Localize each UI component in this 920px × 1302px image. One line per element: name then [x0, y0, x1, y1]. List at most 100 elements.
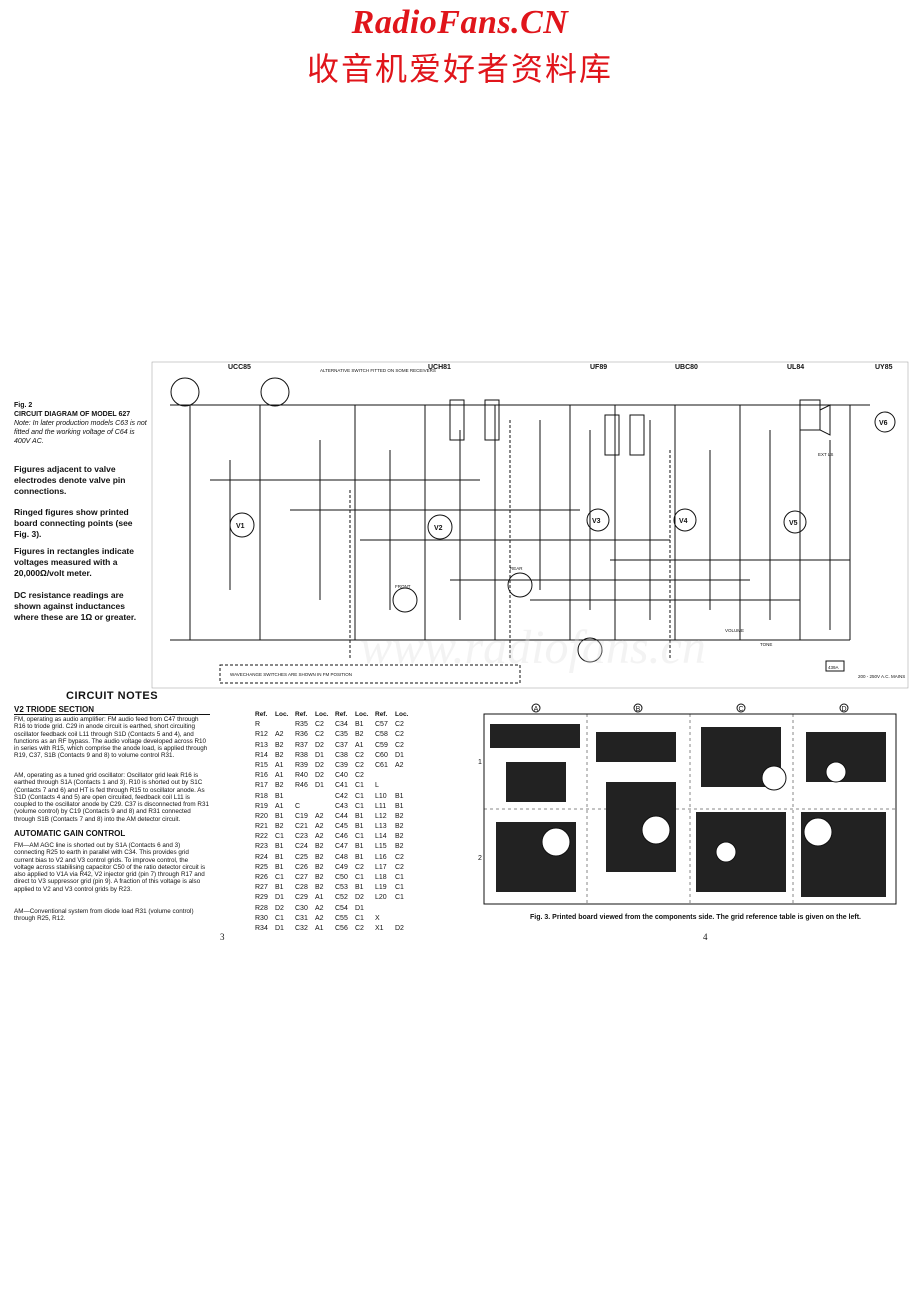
table-cell: R13 — [255, 741, 268, 749]
table-cell: C44 — [335, 812, 348, 820]
table-cell: R21 — [255, 823, 268, 831]
table-cell: B1 — [355, 721, 364, 729]
table-cell: C28 — [295, 884, 308, 892]
table-cell: B1 — [275, 792, 284, 800]
site-title: RadioFans.CN — [351, 4, 569, 41]
table-cell: C32 — [295, 924, 308, 932]
valve-ref-v6: V6 — [879, 420, 888, 427]
table-cell: C40 — [335, 772, 348, 780]
table-cell: B1 — [275, 812, 284, 820]
valve-label-uf89: UF89 — [590, 364, 607, 371]
table-cell: R15 — [255, 761, 268, 769]
notes-paragraph-fm: FM, operating as audio amplifier: FM aud… — [14, 716, 208, 760]
table-cell: C1 — [355, 914, 364, 922]
table-cell: L20 — [375, 894, 387, 902]
table-cell: C56 — [335, 924, 348, 932]
table-cell: D1 — [275, 894, 284, 902]
notes-paragraph-agc-fm: FM—AM AGC line is shorted out by S1A (Co… — [14, 842, 206, 893]
table-cell: C48 — [335, 853, 348, 861]
printed-board-figure: A B C D 1 2 — [478, 703, 897, 905]
table-cell: C47 — [335, 843, 348, 851]
table-cell: B2 — [275, 751, 284, 759]
table-cell: A2 — [315, 904, 324, 912]
table-cell: D1 — [395, 751, 404, 759]
valve-label-ucc85: UCC85 — [228, 364, 251, 371]
valve-ref-v2: V2 — [434, 525, 443, 532]
table-cell: A1 — [315, 894, 324, 902]
circuit-notes-heading: CIRCUIT NOTES — [66, 690, 159, 702]
grid-letter-c: C — [738, 706, 743, 713]
table-cell: L15 — [375, 843, 387, 851]
table-cell: C37 — [335, 741, 348, 749]
column-header: Ref. — [335, 711, 348, 718]
table-cell — [395, 914, 415, 924]
table-cell: C35 — [335, 731, 348, 739]
table-cell: C39 — [335, 761, 348, 769]
table-cell: D2 — [315, 761, 324, 769]
table-cell: C1 — [275, 874, 284, 881]
table-cell: R34 — [255, 924, 268, 932]
valve-label-ul84: UL84 — [787, 364, 804, 371]
ext-ls-label: EXT LS — [818, 452, 833, 457]
valve-label-uy85: UY85 — [875, 364, 893, 371]
box-label: 439A — [828, 665, 839, 670]
grid-number-1: 1 — [478, 759, 482, 766]
table-cell: B2 — [315, 874, 324, 881]
table-cell: C2 — [355, 761, 364, 769]
grid-letter-b: B — [636, 706, 641, 713]
table-cell: C2 — [355, 924, 364, 932]
table-cell: A1 — [315, 924, 324, 932]
tone-label: TONE — [760, 642, 772, 647]
table-cell: B2 — [315, 884, 324, 892]
table-cell: A2 — [315, 812, 324, 820]
table-cell: C57 — [375, 721, 388, 729]
table-cell: R22 — [255, 833, 268, 841]
table-cell: C34 — [335, 721, 348, 729]
table-cell: C31 — [295, 914, 308, 922]
table-cell: C1 — [355, 802, 364, 810]
table-cell: A1 — [275, 772, 284, 780]
table-cell — [395, 904, 415, 914]
table-cell: B1 — [395, 792, 404, 800]
table-cell: C1 — [355, 833, 364, 841]
table-cell: R30 — [255, 914, 268, 922]
table-cell: R35 — [295, 721, 308, 729]
page-number-right: 4 — [703, 932, 708, 942]
table-cell — [395, 771, 415, 781]
alt-switch-note: ALTERNATIVE SWITCH FITTED ON SOME RECEIV… — [320, 368, 436, 373]
table-cell: B1 — [275, 843, 284, 851]
table-cell: B1 — [355, 853, 364, 861]
site-subtitle: 收音机爱好者资料库 — [306, 50, 613, 88]
figure-caption: Fig. 2 CIRCUIT DIAGRAM OF MODEL 627 Note… — [14, 401, 149, 446]
column-header: Loc. — [315, 711, 329, 718]
table-cell: C21 — [295, 823, 308, 831]
table-cell: C1 — [275, 833, 284, 841]
valve-ref-v4: V4 — [679, 518, 688, 525]
table-cell: L11 — [375, 802, 387, 810]
table-cell: C — [295, 802, 301, 810]
table-cell: L14 — [375, 833, 387, 841]
table-cell: C53 — [335, 884, 348, 892]
table-cell: R24 — [255, 853, 268, 861]
table-cell: C58 — [375, 731, 388, 739]
table-cell: C1 — [355, 874, 364, 881]
front-label: FRONT — [395, 584, 411, 589]
column-header: Loc. — [275, 711, 289, 718]
table-cell: D1 — [315, 782, 324, 790]
table-cell: A2 — [395, 761, 404, 769]
table-cell: D2 — [315, 741, 324, 749]
table-cell: B2 — [395, 823, 404, 831]
table-cell: L — [375, 782, 379, 790]
table-cell: B2 — [315, 843, 324, 851]
table-cell: L13 — [375, 823, 387, 831]
